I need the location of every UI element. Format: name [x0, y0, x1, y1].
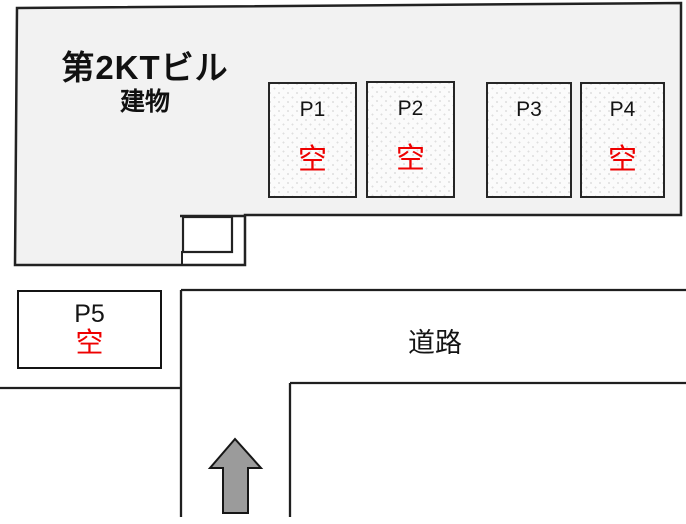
- road-label: 道路: [408, 328, 462, 358]
- vacancy-status: 空: [75, 327, 104, 358]
- vacancy-status: 空: [607, 144, 637, 176]
- spot-id: P1: [299, 98, 326, 121]
- parking-spot-p1: P1 空: [268, 82, 357, 198]
- building-name: 第2KTビル: [61, 49, 229, 86]
- parking-spot-p3: P3: [486, 82, 572, 198]
- parking-spot-p2: P2 空: [366, 81, 455, 198]
- parking-spot-p4: P4 空: [580, 82, 665, 198]
- building-sublabel: 建物: [119, 87, 170, 116]
- spot-id: P3: [516, 98, 542, 121]
- vacancy-status: 空: [395, 143, 425, 175]
- spot-id: P5: [74, 300, 105, 328]
- spot-id: P2: [397, 97, 424, 120]
- spot-id: P4: [609, 98, 636, 121]
- entrance-structure-box: [181, 215, 234, 254]
- entrance-arrow-icon: [207, 437, 264, 514]
- parking-spot-p5: P5 空: [17, 290, 162, 369]
- vacancy-status: 空: [297, 144, 327, 176]
- building-label: 第2KTビル 建物: [35, 50, 255, 116]
